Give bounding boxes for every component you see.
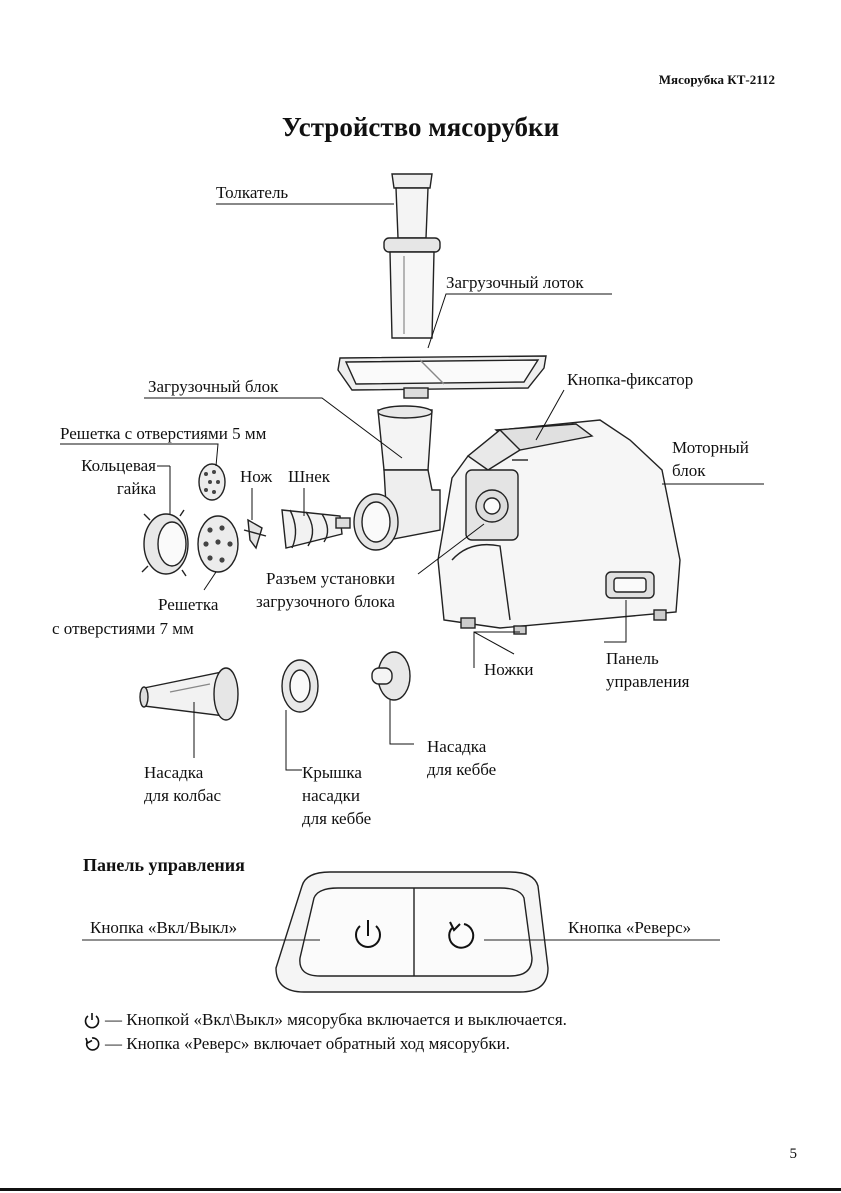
label-motor-line2: блок [672,461,706,480]
knife-illustration [243,518,267,550]
label-knife: Нож [240,467,273,486]
sausage-nozzle-illustration [139,667,239,721]
power-icon [84,1013,100,1029]
bottom-rule [0,1188,841,1191]
label-grid-7mm-line2: с отверстиями 7 мм [52,619,194,638]
label-pusher: Толкатель [216,183,289,202]
page-number: 5 [789,1146,798,1162]
label-kebbe-cover-line1: Крышка [302,763,362,782]
label-tray: Загрузочный лоток [446,273,584,292]
label-reverse-button: Кнопка «Реверс» [568,918,692,937]
pusher-illustration [383,173,441,339]
panel-power-icon [355,920,381,948]
label-feed-block: Загрузочный блок [148,377,279,396]
page-title: Устройство мясорубки [281,112,560,142]
leader-lines [60,203,764,771]
label-sausage-line2: для колбас [144,786,222,805]
legend-reverse-text: — Кнопка «Реверс» включает обратный ход … [105,1034,511,1053]
label-grid-7mm-line1: Решетка [158,595,219,614]
tray-illustration [337,355,547,399]
label-ring-nut-line2: гайка [116,479,156,498]
document-header-model: Мясорубка КТ-2112 [658,72,775,87]
grid-5mm-illustration [198,463,226,501]
auger-illustration [281,509,351,549]
ring-nut-illustration [141,509,189,577]
legend-power-text: — Кнопкой «Вкл\Выкл» мясорубка включаетс… [105,1010,567,1029]
label-motor-line1: Моторный [672,438,749,457]
control-panel-heading: Панель управления [83,855,245,875]
label-grid-5mm: Решетка с отверстиями 5 мм [60,424,267,443]
kebbe-cover-illustration [281,659,319,713]
label-kebbe-cover-line3: для кеббе [302,809,372,828]
label-feet: Ножки [484,660,534,679]
legend-power-line: — Кнопкой «Вкл\Выкл» мясорубка включаетс… [83,1010,567,1030]
control-panel-illustration [82,871,720,993]
label-kebbe-cover-line2: насадки [302,786,360,805]
label-kebbe-line1: Насадка [427,737,487,756]
label-kebbe-line2: для кеббе [427,760,497,779]
panel-reverse-icon [448,921,475,949]
kebbe-nozzle-illustration [371,651,411,701]
label-auger: Шнек [288,467,331,486]
legend-reverse-line: — Кнопка «Реверс» включает обратный ход … [83,1034,510,1054]
label-control-panel-line1: Панель [606,649,659,668]
label-socket-line1: Разъем установки [266,569,395,588]
label-sausage-line1: Насадка [144,763,204,782]
reverse-icon [85,1037,100,1051]
grid-7mm-illustration [197,515,239,573]
label-socket-line2: загрузочного блока [256,592,395,611]
label-ring-nut-line1: Кольцевая [81,456,156,475]
label-lock-button: Кнопка-фиксатор [567,370,694,389]
motor-body-illustration [437,419,681,635]
label-control-panel-line2: управления [606,672,690,691]
label-onoff-button: Кнопка «Вкл/Выкл» [90,918,238,937]
